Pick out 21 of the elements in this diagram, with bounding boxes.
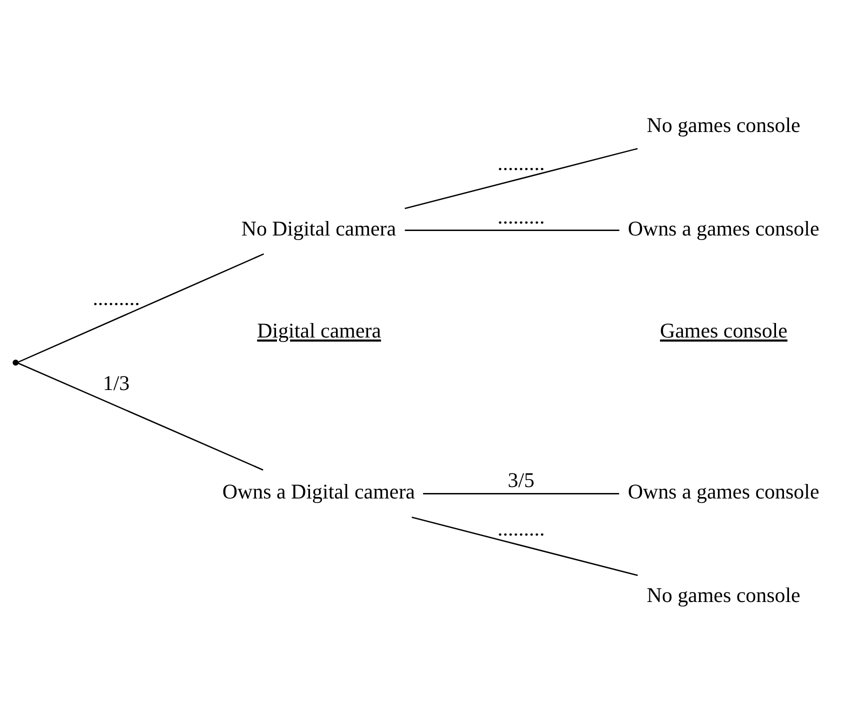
connector <box>18 362 264 471</box>
node-text: Owns a games console <box>628 480 820 504</box>
node-text: No Digital camera <box>241 216 396 240</box>
node-text: Owns a games console <box>628 216 820 240</box>
connector <box>404 148 638 210</box>
edge-label: 1/3 <box>102 370 130 395</box>
node-text: No games console <box>646 112 800 137</box>
edge-label: 3/5 <box>508 468 535 492</box>
edge-label: ......... <box>498 516 545 540</box>
edge-label: ......... <box>498 204 545 229</box>
connector <box>404 230 620 231</box>
node-text: No games console <box>646 583 800 608</box>
label: Games console <box>660 318 788 342</box>
connector <box>412 516 638 576</box>
connector <box>18 253 264 363</box>
node-point <box>12 360 19 366</box>
edge-label: ......... <box>92 286 140 310</box>
connector <box>423 493 620 494</box>
node-text: Owns a Digital camera <box>222 480 415 504</box>
edge-label: ......... <box>498 150 545 175</box>
label: Digital camera <box>257 318 382 342</box>
